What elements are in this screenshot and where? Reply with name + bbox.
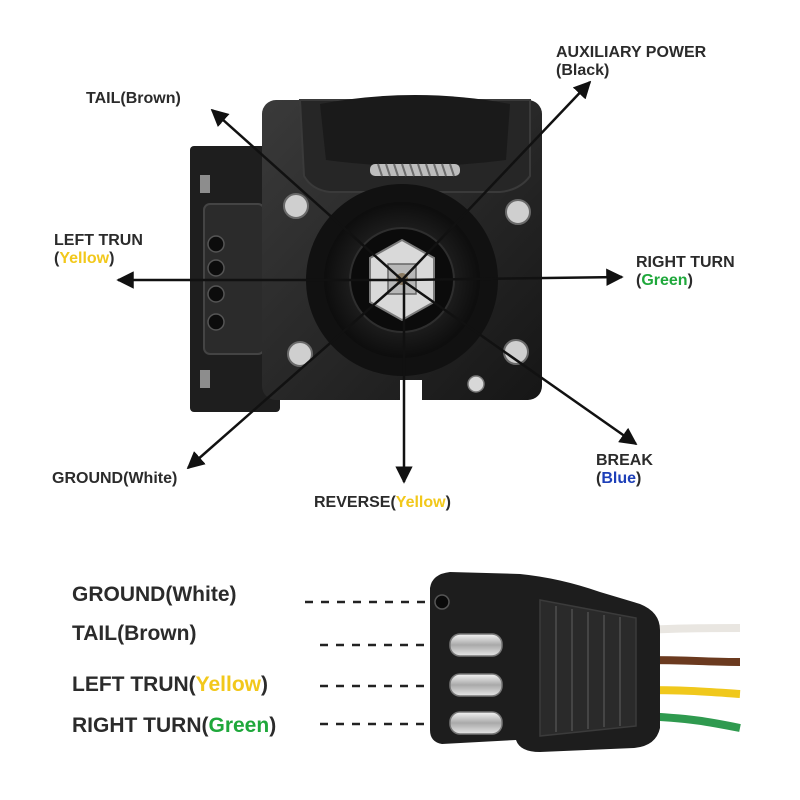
arrow-right-turn	[401, 268, 624, 286]
paren-open: (	[123, 470, 129, 487]
arrow-tail	[210, 108, 403, 281]
paren-close: )	[175, 90, 181, 107]
label-ground-color: White	[128, 470, 172, 487]
label-aux-power: AUXILIARY POWER (Black)	[556, 44, 706, 81]
connector-label-tail-name: TAIL	[72, 622, 118, 645]
connector-label-ground-color: White	[172, 583, 230, 606]
connector-label-ground: GROUND(White)	[72, 583, 237, 607]
four-way-flat-connector	[430, 572, 741, 752]
label-tail-name: TAIL	[86, 90, 121, 107]
paren-open: (	[636, 272, 642, 290]
arrow-ground	[186, 279, 403, 470]
connector-label-right-turn-color: Green	[208, 714, 270, 737]
label-right-turn-color: Green	[641, 272, 688, 290]
paren-close: )	[687, 272, 693, 290]
paren-close: )	[171, 470, 178, 487]
label-ground-name: GROUND	[52, 470, 124, 487]
label-reverse: REVERSE(Yellow)	[314, 494, 451, 512]
paren-close: )	[261, 673, 269, 696]
pin-left-turn	[449, 673, 503, 697]
label-break-color-group: (Blue)	[596, 470, 653, 488]
socket-arrows	[116, 80, 638, 484]
pin-tail	[449, 633, 503, 657]
connector-label-right-turn-name: RIGHT TURN	[72, 714, 202, 737]
label-break: BREAK (Blue)	[596, 452, 653, 489]
pin-right-turn	[449, 711, 503, 735]
label-right-turn-name: RIGHT TURN	[636, 254, 735, 271]
label-break-color: Blue	[601, 470, 636, 488]
lid-spring	[370, 163, 460, 177]
label-aux-power-name: AUXILIARY POWER	[556, 44, 707, 61]
label-right-turn: RIGHT TURN (Green)	[636, 254, 735, 291]
connector-label-ground-name: GROUND	[72, 583, 166, 606]
label-aux-power-color: Black	[561, 62, 605, 80]
paren-close: )	[109, 250, 115, 268]
connector-label-tail: TAIL(Brown)	[72, 622, 196, 646]
connector-label-right-turn: RIGHT TURN(Green)	[72, 714, 276, 738]
connector-label-left-turn: LEFT TRUN(Yellow)	[72, 673, 268, 697]
paren-close: )	[189, 622, 197, 645]
paren-open: (	[54, 250, 60, 268]
arrow-aux-power	[401, 80, 592, 281]
arrow-break	[401, 278, 638, 446]
label-aux-power-color-group: (Black)	[556, 62, 706, 80]
paren-open: (	[117, 622, 125, 645]
mount-screws	[283, 193, 531, 393]
label-tail-color: Brown	[125, 90, 176, 107]
label-break-name: BREAK	[596, 452, 653, 469]
paren-open: (	[165, 583, 173, 606]
connector-label-tail-color: Brown	[124, 622, 190, 645]
connector-leaders	[305, 600, 444, 726]
label-left-turn-name: LEFT TRUN	[54, 232, 143, 249]
label-reverse-name: REVERSE	[314, 494, 391, 511]
paren-open: (	[188, 673, 196, 696]
paren-open: (	[556, 62, 562, 80]
ground-socket	[434, 594, 450, 610]
paren-close: )	[636, 470, 642, 488]
paren-close: )	[269, 714, 277, 737]
label-ground: GROUND(White)	[52, 470, 177, 488]
seven-way-socket	[190, 95, 542, 412]
label-left-turn-color-group: (Yellow)	[54, 250, 143, 268]
label-left-turn: LEFT TRUN (Yellow)	[54, 232, 143, 269]
paren-close: )	[604, 62, 610, 80]
paren-open: (	[596, 470, 602, 488]
label-left-turn-color: Yellow	[59, 250, 110, 268]
label-tail: TAIL(Brown)	[86, 90, 181, 108]
label-right-turn-color-group: (Green)	[636, 272, 735, 290]
paren-open: (	[390, 494, 396, 511]
paren-open: (	[201, 714, 209, 737]
paren-open: (	[120, 90, 126, 107]
paren-close: )	[445, 494, 451, 511]
connector-label-left-turn-color: Yellow	[195, 673, 262, 696]
connector-label-left-turn-name: LEFT TRUN	[72, 673, 189, 696]
paren-close: )	[229, 583, 237, 606]
label-reverse-color: Yellow	[395, 494, 446, 511]
